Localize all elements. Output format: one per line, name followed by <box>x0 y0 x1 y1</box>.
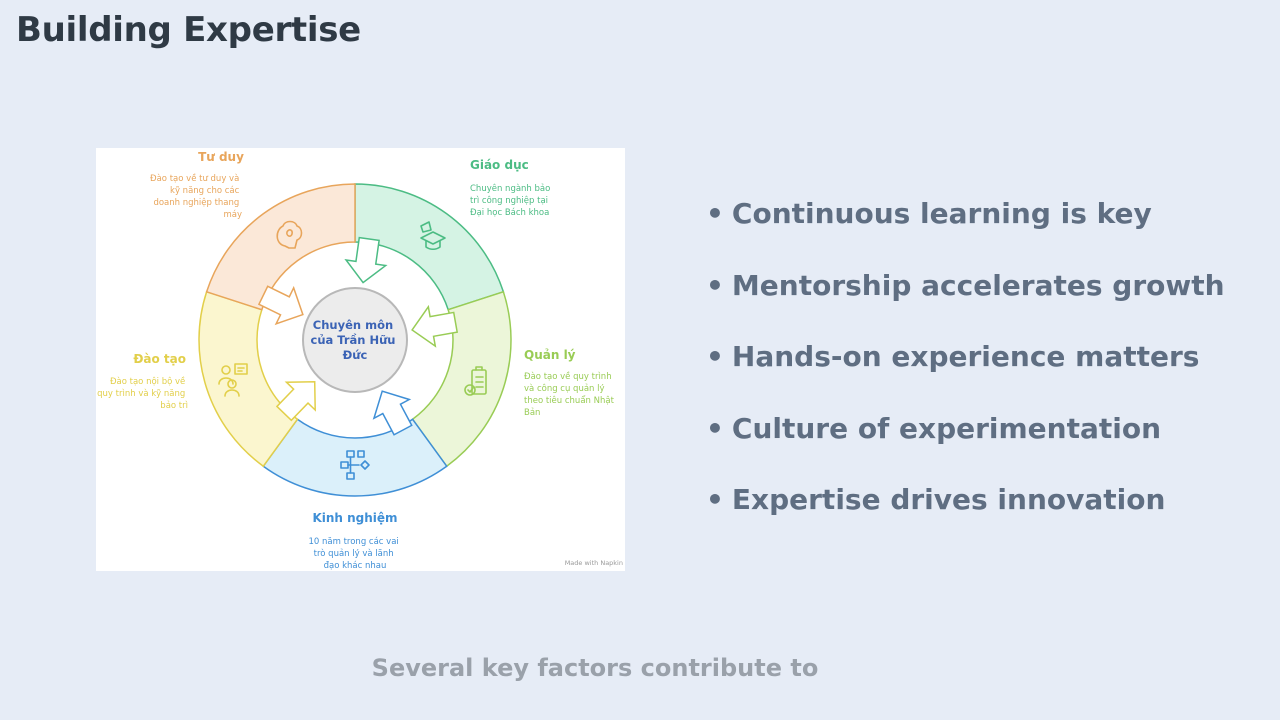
bullet-text: Continuous learning is key <box>731 197 1152 230</box>
ring-segment-kinh-nghiem <box>262 418 448 497</box>
svg-text:Chuyên môn của Trần Hữ: Chuyên môn của Trần Hữu Đức <box>311 318 400 362</box>
bullet-text: Hands-on experience matters <box>731 340 1200 373</box>
slide-title: Building Expertise <box>16 10 361 50</box>
segment-title-tu-duy: Tư duy <box>198 150 244 164</box>
bullet-item: •Hands-on experience matters <box>706 333 1225 405</box>
bullet-text: Culture of experimentation <box>731 411 1162 445</box>
center-line-3: Đức <box>343 348 368 362</box>
arrow-quan-ly <box>411 304 459 348</box>
segment-title-giao-duc: Giáo dục <box>470 158 529 172</box>
bullet-item: •Culture of experimentation <box>706 405 1225 477</box>
graduation-icon <box>420 221 446 251</box>
presenter-icon <box>218 363 248 397</box>
bullet-list: •Continuous learning is key •Mentorship … <box>706 190 1225 548</box>
bullet-text: Mentorship accelerates growth <box>731 268 1225 302</box>
center-line-1: Chuyên môn <box>313 318 393 332</box>
expertise-diagram: Chuyên môn của Trần Hữu Đức Tư duy Đào t… <box>96 148 625 571</box>
expertise-diagram-svg: Chuyên môn của Trần Hữu Đức Tư duy Đào t… <box>97 150 623 571</box>
napkin-watermark: Made with Napkin <box>565 559 623 567</box>
bullet-dot: • <box>706 268 724 302</box>
arrow-giao-duc <box>344 236 388 284</box>
segment-title-kinh-nghiem: Kinh nghiệm <box>312 511 397 525</box>
ring-segment-tu-duy <box>205 183 356 311</box>
arrow-tu-duy <box>257 285 304 326</box>
bullet-item: •Expertise drives innovation <box>706 476 1225 548</box>
arrow-dao-tao <box>275 380 316 422</box>
brain-icon <box>276 220 303 249</box>
bullet-dot: • <box>706 411 724 445</box>
bullet-dot: • <box>706 483 724 516</box>
segment-title-dao-tao: Đào tạo <box>133 352 186 366</box>
bullet-dot: • <box>706 340 724 373</box>
slide-caption: Several key factors contribute to <box>371 654 819 682</box>
center-line-2: của Trần Hữu <box>311 333 396 347</box>
segment-desc-quan-ly: Đào tạo về quy trình và công cụ quản lý … <box>524 371 617 418</box>
segment-desc-dao-tao: Đào tạo nội bộ về quy trình và kỹ năng b… <box>97 376 188 411</box>
segment-desc-kinh-nghiem: 10 năm trong các vai trò quản lý và lãnh… <box>309 537 402 571</box>
segment-desc-tu-duy: Đào tạo về tư duy và kỹ năng cho các doa… <box>150 173 242 220</box>
segment-title-quan-ly: Quản lý <box>524 348 576 362</box>
clipboard-icon <box>464 366 487 396</box>
center-node: Chuyên môn của Trần Hữu Đức <box>302 287 408 393</box>
arrow-kinh-nghiem <box>372 390 413 436</box>
bullet-dot: • <box>706 197 724 230</box>
bullet-item: •Mentorship accelerates growth <box>706 262 1225 334</box>
flowchart-icon <box>340 450 370 480</box>
bullet-item: •Continuous learning is key <box>706 190 1225 262</box>
bullet-text: Expertise drives innovation <box>731 483 1166 516</box>
segment-desc-giao-duc: Chuyên ngành bảo trì công nghiệp tại Đại… <box>470 183 553 218</box>
